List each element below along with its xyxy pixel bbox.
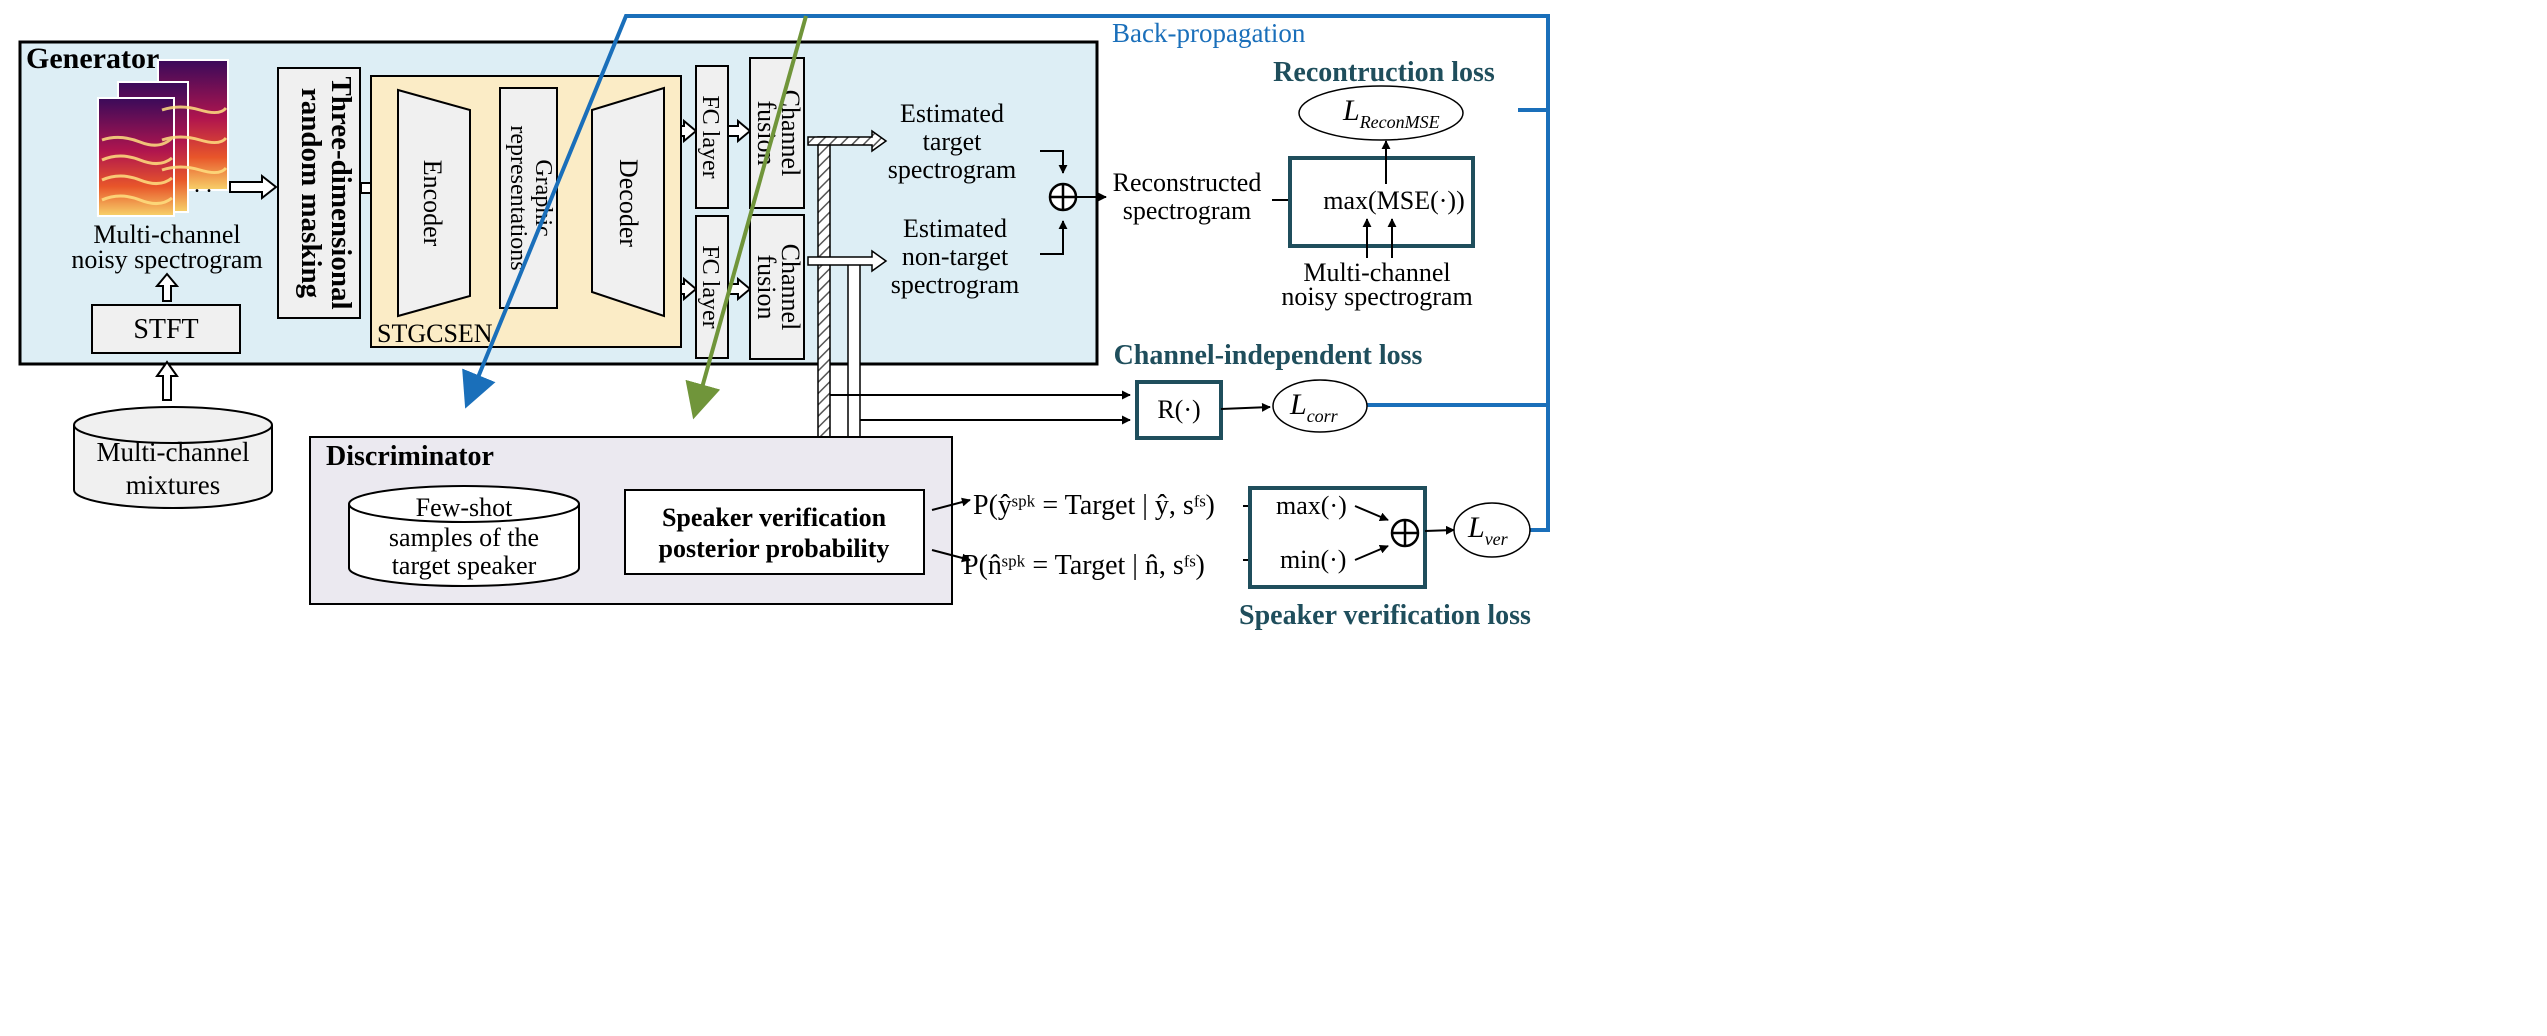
graphic-box bbox=[499, 87, 558, 309]
r-label: R(·) bbox=[1157, 395, 1200, 424]
arrow-max-to-sum bbox=[1354, 505, 1389, 521]
mixtures-line2: mixtures bbox=[126, 470, 221, 500]
discriminator-title: Discriminator bbox=[326, 441, 494, 472]
sum-node-recon bbox=[1048, 182, 1078, 212]
max-mse-box bbox=[1288, 156, 1475, 248]
graphic-label-line2: representations bbox=[505, 125, 531, 270]
arrow-svpp-to-prob2 bbox=[931, 549, 971, 563]
arrow-nontarget-to-sum bbox=[1040, 220, 1068, 255]
channel-independent-title: Channel-independent loss bbox=[1114, 340, 1423, 371]
decoder-shape bbox=[591, 86, 665, 318]
est-nontarget-line3: spectrogram bbox=[891, 270, 1020, 299]
min-label: min(·) bbox=[1280, 545, 1346, 574]
svg-text:. .: . . bbox=[194, 172, 212, 198]
loss-recon-ellipse bbox=[1298, 85, 1464, 141]
fewshot-line2: samples of the bbox=[389, 523, 539, 552]
arrow-svpp-to-prob1 bbox=[931, 497, 971, 511]
channel-fusion-bottom-line1: Channel bbox=[776, 244, 805, 331]
loss-corr-ellipse bbox=[1272, 379, 1368, 433]
masking-box bbox=[277, 67, 361, 319]
mixtures-cylinder bbox=[73, 406, 273, 509]
backprop-line-main bbox=[462, 14, 1550, 409]
reconstructed-line1: Reconstructed bbox=[1113, 168, 1262, 197]
backprop-line-ver bbox=[1530, 110, 1550, 532]
loss-recon: LReconMSE bbox=[1342, 94, 1440, 132]
noisy-line1: Multi-channel bbox=[1303, 258, 1450, 287]
est-target-line2: target bbox=[923, 127, 982, 156]
arrow-r-to-loss bbox=[1220, 402, 1271, 412]
decoder-label: Decoder bbox=[614, 159, 643, 247]
fc-layer-top bbox=[695, 65, 729, 209]
mixtures-line1: Multi-channel bbox=[97, 437, 250, 467]
loss-corr: Lcorr bbox=[1289, 388, 1339, 426]
fc-layer-top-label: FC layer bbox=[697, 95, 723, 178]
stft-box bbox=[91, 304, 241, 354]
arrow-min-to-sum bbox=[1354, 545, 1389, 561]
svpp-line2: posterior probability bbox=[659, 534, 890, 563]
est-nontarget-line1: Estimated bbox=[903, 214, 1007, 243]
r-box bbox=[1135, 380, 1223, 440]
est-nontarget-line2: non-target bbox=[902, 242, 1009, 271]
backprop-label: Back-propagation bbox=[1112, 18, 1306, 48]
prob2-label: P(n̂ˢᵖᵏ = Target | n̂, sᶠˢ) bbox=[963, 550, 1205, 581]
reconstructed-line2: spectrogram bbox=[1123, 196, 1252, 225]
channel-fusion-bottom bbox=[749, 214, 805, 360]
est-target-line1: Estimated bbox=[900, 99, 1004, 128]
loss-ver: Lver bbox=[1467, 511, 1509, 549]
speaker-verification-title: Speaker verification loss bbox=[1239, 600, 1531, 631]
fewshot-line1: Few-shot bbox=[416, 493, 514, 522]
spectrogram-caption-line1: Multi-channel bbox=[93, 220, 240, 249]
masking-label-line2: random masking bbox=[295, 88, 327, 299]
spectrogram-stack-icon: . . bbox=[97, 59, 229, 217]
loss-ver-ellipse bbox=[1453, 502, 1531, 558]
arrow-sum-to-ver bbox=[1424, 525, 1455, 535]
sum-node-ver bbox=[1390, 518, 1420, 548]
fc-layer-bottom bbox=[695, 215, 729, 359]
generator-title: Generator bbox=[26, 42, 159, 75]
fc-layer-bottom-label: FC layer bbox=[697, 245, 723, 328]
max-mse-label: max(MSE(·)) bbox=[1323, 186, 1465, 215]
spectrogram-caption-line2: noisy spectrogram bbox=[71, 245, 262, 274]
gradient-line-green bbox=[685, 15, 808, 420]
fewshot-line3: target speaker bbox=[392, 551, 537, 580]
svpp-box bbox=[624, 489, 925, 575]
prob1-label: P(ŷˢᵖᵏ = Target | ŷ, sᶠˢ) bbox=[973, 490, 1215, 521]
encoder-label: Encoder bbox=[418, 160, 447, 247]
reconstruction-title: Recontruction loss bbox=[1273, 57, 1495, 88]
channel-fusion-bottom-line2: fusion bbox=[752, 255, 781, 320]
max-label: max(·) bbox=[1276, 491, 1347, 520]
est-target-line3: spectrogram bbox=[888, 155, 1017, 184]
encoder-shape bbox=[397, 88, 471, 318]
arrow-target-to-sum bbox=[1040, 150, 1068, 174]
masking-label-line1: Three-dimensional bbox=[325, 76, 357, 309]
svpp-line1: Speaker verification bbox=[662, 503, 887, 532]
noisy-line2: noisy spectrogram bbox=[1281, 282, 1472, 311]
stgcsen-label: STGCSEN bbox=[377, 319, 493, 348]
stft-label: STFT bbox=[133, 314, 198, 345]
fewshot-cylinder bbox=[348, 485, 580, 587]
